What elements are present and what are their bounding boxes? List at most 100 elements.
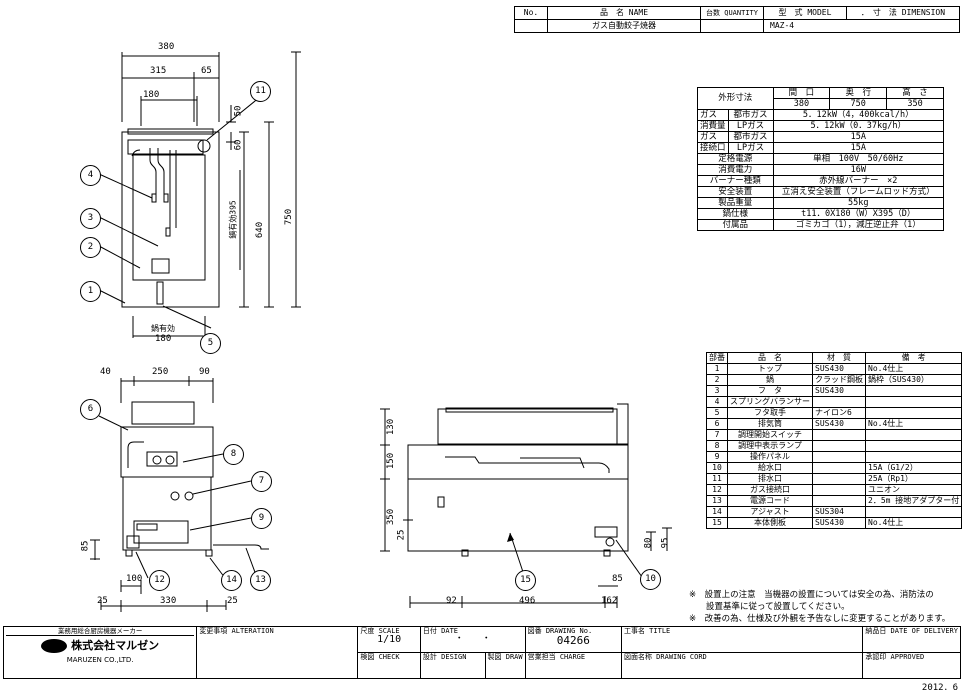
parts-name: 調理中表示ランプ: [727, 440, 813, 452]
dim-label: 85: [612, 574, 623, 584]
delivery-cell: 納品日 DATE OF DELIVERY: [862, 626, 961, 653]
parts-header-name: 品 名: [727, 352, 813, 364]
parts-no: 3: [706, 385, 728, 397]
dim-label: 90: [199, 367, 210, 377]
dim-label: 250: [152, 367, 169, 377]
spec-label: 安全装置: [697, 186, 774, 198]
parts-note: [864, 506, 963, 518]
technical-drawing: [90, 51, 672, 612]
callout: 1: [80, 281, 101, 302]
dim-label: 鍋有効395: [228, 200, 238, 239]
parts-note: [864, 440, 963, 452]
callout: 7: [251, 471, 272, 492]
callout: 13: [250, 570, 271, 591]
spec-table: 外形寸法 間 口 奥 行 高 さ 380 750 350 ガス 都市ガス 5．1…: [697, 87, 945, 231]
parts-name: フタ取手: [727, 407, 813, 419]
date-stamp: 2012．6: [921, 683, 958, 693]
scale-cell: 尺度 SCALE 1/10: [357, 626, 421, 653]
parts-no: 11: [706, 473, 728, 485]
outer-label: 外形寸法: [697, 87, 774, 110]
parts-material: SUS430: [812, 363, 866, 375]
scale-value: 1/10: [377, 634, 402, 645]
drawing-no-cell: 図番 DRAWING No. 04266: [524, 626, 622, 653]
parts-no: 13: [706, 495, 728, 507]
alteration-cell: 変更事項 ALTERATION: [196, 626, 359, 679]
spec-row-value: 5．12kW（0．37kg/h）: [772, 120, 945, 132]
parts-name: 操作パネル: [727, 451, 813, 463]
parts-no: 15: [706, 517, 728, 529]
spec-row-l2: LPガス: [727, 120, 774, 132]
spec-col-depth: 奥 行: [829, 87, 888, 99]
parts-no: 10: [706, 462, 728, 474]
top-view-pot: [132, 154, 206, 281]
dim-label: 315: [150, 66, 167, 76]
drawing-no-label: 図番 DRAWING No.: [527, 627, 593, 635]
callout: 14: [221, 570, 242, 591]
parts-material: SUS304: [812, 506, 866, 518]
spec-value: t11．0X180（W）X395（D）: [772, 208, 945, 220]
drawing-cord-cell: 図面名称 DRAWING CORD: [620, 652, 864, 679]
parts-name: 給水口: [727, 462, 813, 474]
parts-no: 7: [706, 429, 728, 441]
dim-label: 25: [97, 596, 108, 606]
parts-material: [812, 440, 866, 452]
spec-row-l2: 都市ガス: [727, 109, 774, 121]
parts-name: フ タ: [727, 385, 813, 397]
spec-label: バーナー種類: [697, 175, 774, 187]
spec-col-width: 間 口: [772, 87, 831, 99]
front-view-lid: [131, 401, 195, 425]
parts-note: No.4仕上: [864, 363, 963, 375]
dim-label: 162: [601, 596, 618, 606]
dim-label: 100: [126, 574, 143, 584]
parts-material: ナイロン6: [812, 407, 866, 419]
spec-row-value: 15A: [772, 131, 945, 143]
spec-label: 消費電力: [697, 164, 774, 176]
parts-name: ガス接続口: [727, 484, 813, 496]
callout: 5: [200, 333, 221, 354]
parts-note: [864, 429, 963, 441]
front-view-cabinet: [122, 476, 212, 551]
spec-row-l1: 消費量: [697, 120, 729, 132]
top-view-body: [121, 131, 220, 308]
dim-label: 640: [255, 221, 266, 239]
parts-material: SUS430: [812, 418, 866, 430]
parts-no: 1: [706, 363, 728, 375]
dim-label: 150: [386, 452, 397, 470]
callout: 9: [251, 508, 272, 529]
parts-no: 14: [706, 506, 728, 518]
header-dim-label: ． 寸 法 DIMENSION: [846, 6, 960, 20]
spec-label: 製品重量: [697, 197, 774, 209]
spec-row-value: 5．12kW（4，400kcal/h）: [772, 109, 945, 121]
parts-note: [864, 385, 963, 397]
dim-label: 鍋有効: [151, 324, 175, 333]
date-value: ・ ・: [454, 634, 491, 644]
date-cell: 日付 DATE ・ ・: [419, 626, 526, 653]
spec-label: 付属品: [697, 219, 774, 231]
outer-width: 380: [772, 98, 831, 110]
dim-label: 80: [643, 537, 654, 549]
approved-cell: 承認印 APPROVED: [862, 652, 961, 679]
parts-no: 12: [706, 484, 728, 496]
spec-value: 立消え安全装置（フレームロッド方式）: [772, 186, 945, 198]
callout: 12: [149, 570, 170, 591]
parts-no: 6: [706, 418, 728, 430]
parts-header-note: 備 考: [864, 352, 963, 364]
side-view-body: [407, 478, 629, 552]
callout: 3: [80, 208, 101, 229]
dim-label: 330: [160, 596, 177, 606]
maker-type: 業務用総合厨房機器メーカー: [6, 628, 195, 636]
callout: 8: [223, 444, 244, 465]
charge-cell: 営業担当 CHARGE: [524, 652, 622, 679]
design-cell: 設計 DESIGN: [419, 652, 486, 679]
company-logo-row: 株式会社マルゼン: [6, 638, 194, 653]
parts-name: 調理開始スイッチ: [727, 429, 813, 441]
dim-label: 750: [284, 208, 295, 226]
parts-note: [864, 407, 963, 419]
